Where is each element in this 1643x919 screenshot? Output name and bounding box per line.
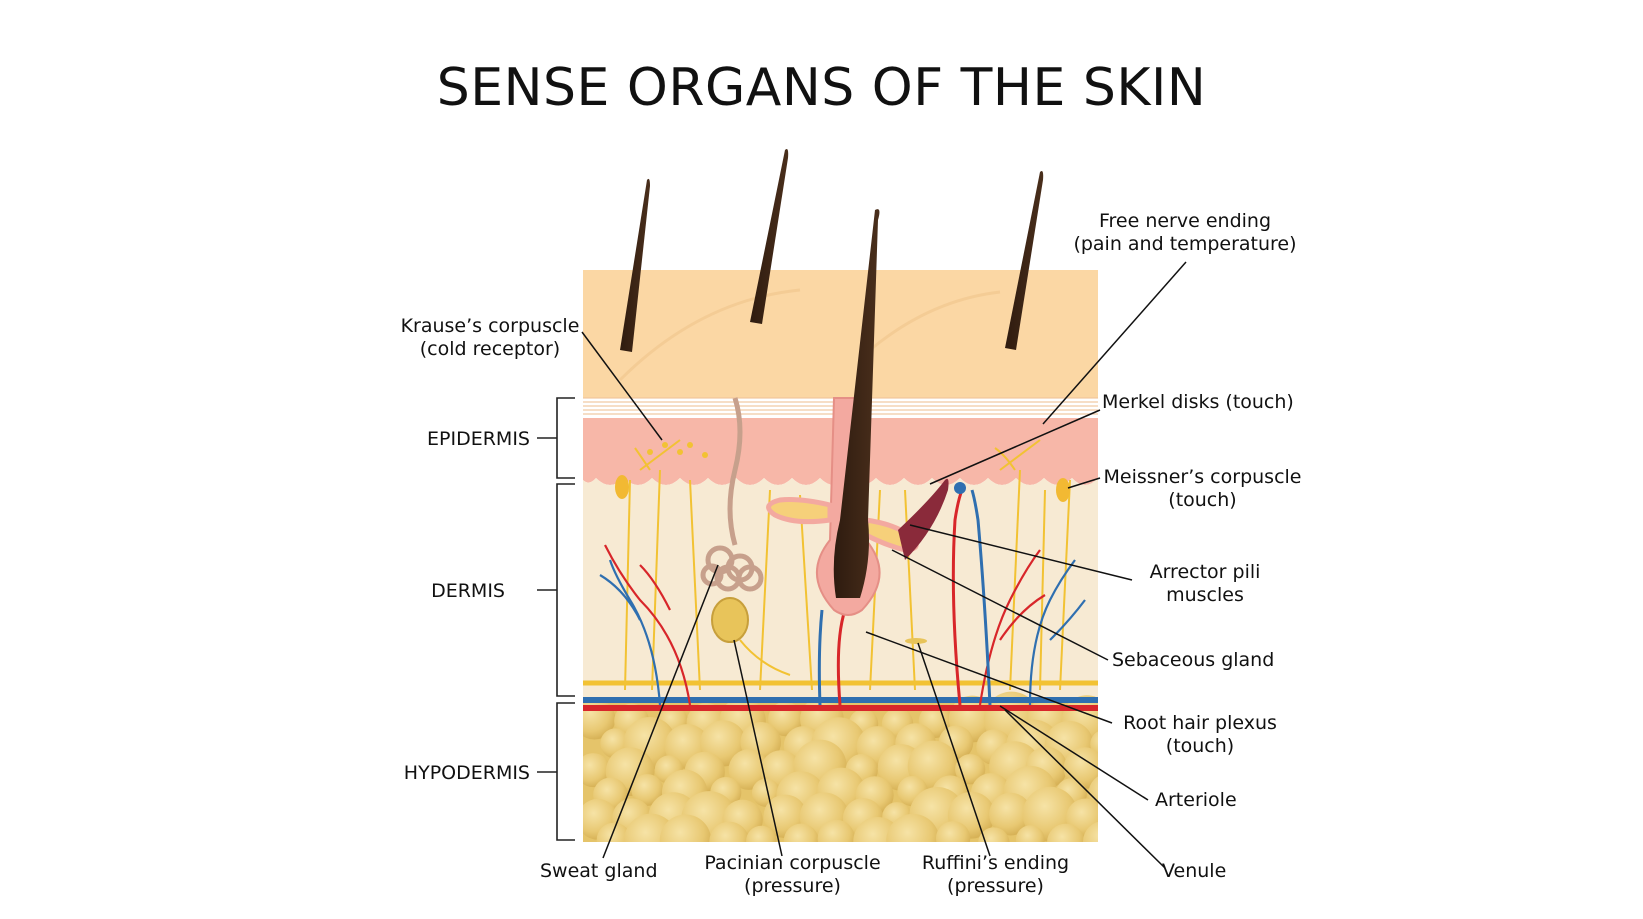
pacinian-corpuscle <box>711 597 749 643</box>
sweat-gland-label: Sweat gland <box>540 860 658 882</box>
fat-cell <box>728 749 770 790</box>
pacinian-corpuscle-label: Pacinian corpuscle(pressure) <box>704 852 881 897</box>
fat-cell <box>989 792 1032 836</box>
fat-cells <box>583 691 1098 842</box>
meissner-corpuscle-label: Meissner’s corpuscle(touch) <box>1103 466 1302 511</box>
fat-cell <box>1082 821 1098 842</box>
fat-cell <box>817 819 855 842</box>
venule-label: Venule <box>1162 860 1227 882</box>
dermis-label: DERMIS <box>431 580 505 602</box>
merkel-disks-label: Merkel disks (touch) <box>1102 391 1294 413</box>
fat-cell <box>978 827 1010 842</box>
blood-vessels <box>599 489 1086 706</box>
krause-corpuscle <box>647 442 708 458</box>
fat-cell <box>746 825 777 842</box>
meissner-corpuscle-left <box>615 475 629 499</box>
fat-cell <box>936 821 971 842</box>
arteriole-label: Arteriole <box>1155 789 1237 811</box>
meissner-corpuscle-right <box>1056 478 1070 502</box>
fat-cell <box>1015 825 1045 842</box>
fat-cell <box>596 822 632 842</box>
merkel-disk <box>954 482 966 494</box>
free-nerve-ending-label: Free nerve ending(pain and temperature) <box>1073 210 1297 255</box>
fat-cell <box>659 814 712 842</box>
diagram-title: SENSE ORGANS OF THE SKIN <box>436 58 1207 118</box>
layer-brackets <box>537 397 575 841</box>
sebaceous-gland-label: Sebaceous gland <box>1112 649 1275 671</box>
fat-cell <box>631 774 664 806</box>
leader-lines <box>581 261 1187 869</box>
ruffini-ending <box>905 638 927 644</box>
fat-cell <box>1047 823 1085 842</box>
krause-corpuscle-label: Krause’s corpuscle(cold receptor) <box>400 315 580 360</box>
hairs <box>620 149 1044 598</box>
epidermis-label: EPIDERMIS <box>427 428 530 450</box>
root-hair-plexus-label: Root hair plexus(touch) <box>1123 712 1277 757</box>
fat-cell <box>783 823 819 842</box>
fat-cell <box>583 753 611 788</box>
fat-cell <box>709 821 749 842</box>
ruffini-ending-label: Ruffini’s ending(pressure) <box>921 852 1070 897</box>
hypodermis-label: HYPODERMIS <box>403 762 530 784</box>
sweat-gland <box>700 397 764 592</box>
fat-cell <box>886 813 940 842</box>
